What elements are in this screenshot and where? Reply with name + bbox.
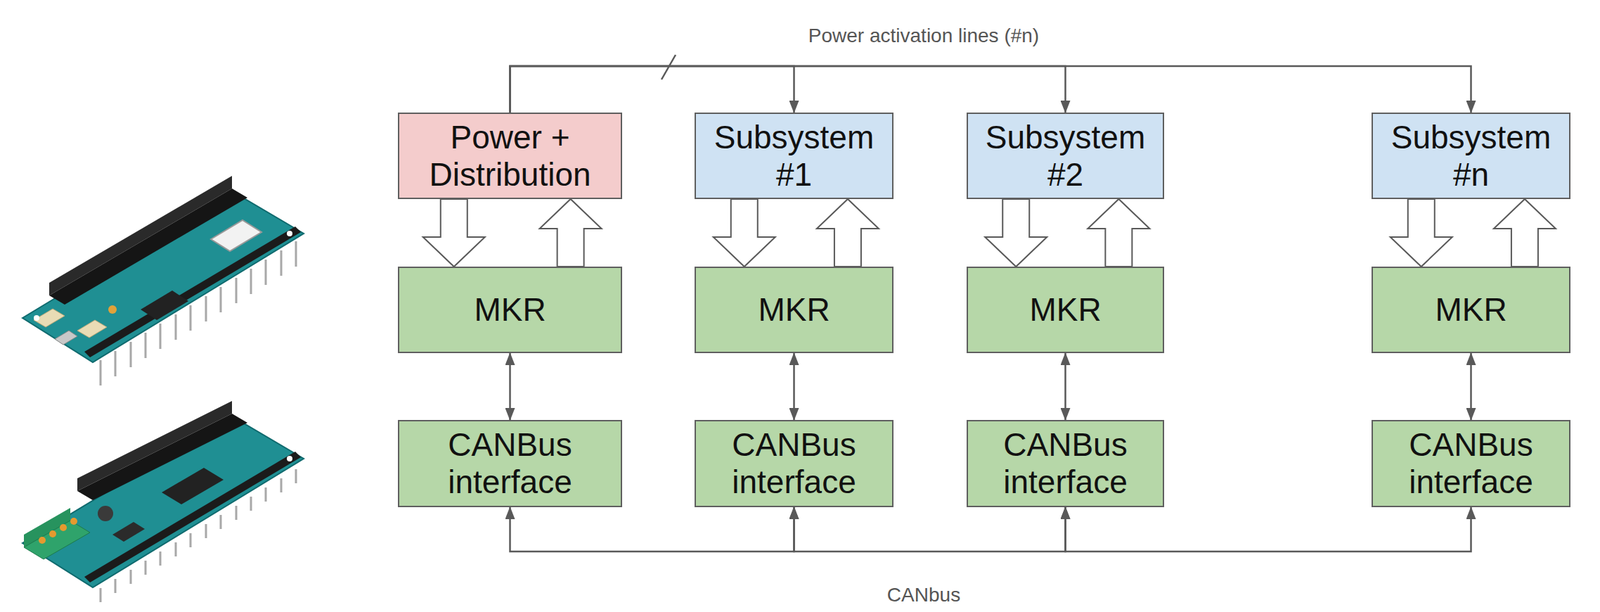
mkr-board-box: MKR bbox=[694, 266, 894, 353]
chip bbox=[140, 290, 189, 320]
canbus-line bbox=[510, 506, 795, 552]
power-activation-line bbox=[510, 66, 1472, 113]
usb-port bbox=[54, 330, 78, 345]
pin-header bbox=[49, 188, 248, 305]
box-label: CANBus interface bbox=[413, 426, 607, 501]
data-flow-arrow bbox=[423, 198, 486, 267]
box-label: MKR bbox=[1434, 291, 1507, 329]
canbus-line bbox=[794, 506, 1066, 552]
arduino-can-shield-photo bbox=[22, 400, 304, 602]
subsystem-box: Subsystem #1 bbox=[694, 112, 894, 199]
box-label: Power + Distribution bbox=[413, 118, 607, 194]
power-box: Power + Distribution bbox=[397, 112, 623, 199]
power-activation-line bbox=[510, 66, 795, 113]
mount-hole bbox=[286, 230, 293, 237]
serial-link bbox=[1469, 352, 1473, 420]
canbus-line bbox=[1065, 506, 1472, 552]
screw bbox=[59, 523, 67, 531]
radio-module bbox=[210, 220, 262, 251]
mkr-board-box: MKR bbox=[966, 266, 1165, 353]
line-label: Power activation lines (#n) bbox=[805, 24, 1042, 48]
box-label: Subsystem #1 bbox=[710, 118, 879, 194]
bus-width-slash bbox=[661, 54, 676, 80]
box-label: Subsystem #2 bbox=[982, 118, 1149, 194]
data-flow-arrow bbox=[816, 198, 879, 267]
button bbox=[108, 305, 117, 314]
data-flow-arrow bbox=[1390, 198, 1453, 267]
serial-link bbox=[792, 352, 796, 420]
mkr-board-box: MKR bbox=[397, 266, 623, 353]
mkr-board-box: MKR bbox=[1371, 266, 1571, 353]
canbus-interface-box: CANBus interface bbox=[694, 419, 894, 507]
serial-link bbox=[508, 352, 512, 420]
pin-header bbox=[77, 413, 248, 500]
inductor bbox=[97, 505, 114, 521]
canbus-interface-box: CANBus interface bbox=[397, 419, 623, 507]
data-flow-arrow bbox=[984, 198, 1047, 267]
box-label: CANBus interface bbox=[982, 426, 1149, 501]
pin-header bbox=[49, 175, 232, 296]
mount-hole bbox=[33, 314, 40, 321]
canbus-interface-box: CANBus interface bbox=[1371, 419, 1571, 507]
mount-hole bbox=[286, 455, 293, 462]
box-label: Subsystem #n bbox=[1386, 118, 1556, 194]
screw bbox=[38, 536, 46, 544]
chip bbox=[112, 521, 145, 542]
power-activation-line bbox=[510, 66, 1066, 113]
data-flow-arrow bbox=[539, 198, 602, 267]
connector bbox=[77, 319, 107, 338]
subsystem-box: Subsystem #2 bbox=[966, 112, 1165, 199]
canbus-interface-box: CANBus interface bbox=[966, 419, 1165, 507]
box-label: CANBus interface bbox=[1386, 426, 1556, 501]
data-flow-arrow bbox=[1087, 198, 1150, 267]
box-label: MKR bbox=[757, 291, 830, 329]
arduino-board-photo bbox=[22, 175, 304, 386]
connector bbox=[33, 308, 65, 327]
box-label: MKR bbox=[1029, 291, 1101, 329]
line-label: CANbus bbox=[884, 583, 964, 606]
serial-link bbox=[1064, 352, 1067, 420]
screw bbox=[49, 530, 57, 538]
chip bbox=[161, 467, 224, 505]
data-flow-arrow bbox=[713, 198, 776, 267]
terminal-block bbox=[23, 520, 90, 559]
box-label: MKR bbox=[473, 291, 546, 329]
subsystem-box: Subsystem #n bbox=[1371, 112, 1571, 199]
box-label: CANBus interface bbox=[710, 426, 879, 501]
data-flow-arrow bbox=[1493, 198, 1556, 267]
screw bbox=[70, 517, 78, 525]
